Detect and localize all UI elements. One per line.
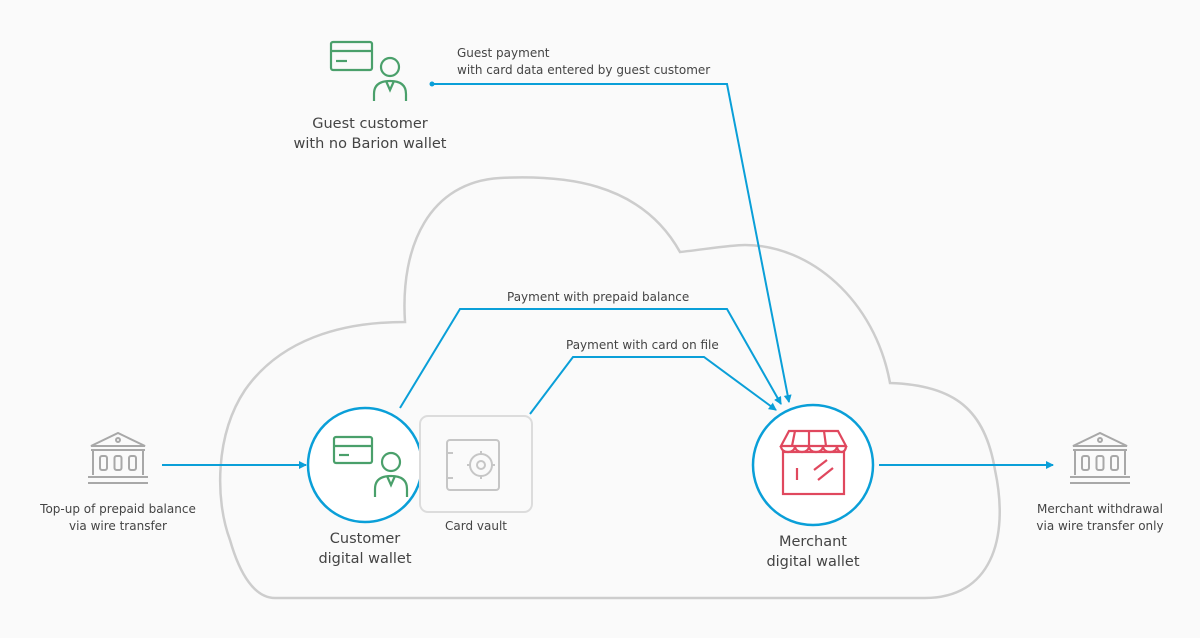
card-vault-node	[419, 415, 533, 513]
safe-icon	[446, 439, 500, 491]
topup-bank-label: Top-up of prepaid balance via wire trans…	[28, 501, 208, 535]
customer-wallet-label-line2: digital wallet	[318, 551, 412, 567]
customer-wallet-label-line1: Customer	[329, 531, 401, 547]
withdraw-bank-label-line2: via wire transfer only	[1036, 519, 1164, 533]
merchant-wallet-label: Merchant digital wallet	[743, 532, 883, 572]
customer-wallet-node	[306, 406, 424, 524]
guest-customer-label-line2: with no Barion wallet	[293, 136, 447, 152]
prepaid-payment-label-text: Payment with prepaid balance	[507, 290, 690, 304]
prepaid-payment-label: Payment with prepaid balance	[507, 289, 689, 306]
withdraw-bank-icon	[1070, 431, 1130, 484]
customer-wallet-label: Customer digital wallet	[300, 529, 430, 569]
card-on-file-label-text: Payment with card on file	[566, 338, 719, 352]
guest-payment-arrow	[432, 83, 792, 403]
merchant-wallet-label-line1: Merchant	[779, 534, 847, 550]
guest-payment-label-line2: with card data entered by guest customer	[457, 63, 711, 77]
topup-bank-icon	[88, 431, 148, 484]
customer-wallet-icon	[332, 435, 409, 497]
guest-payment-label-line1: Guest payment	[457, 46, 550, 60]
prepaid-payment-arrow	[399, 308, 782, 409]
card-on-file-arrow	[529, 356, 777, 415]
topup-bank-label-line1: Top-up of prepaid balance	[40, 502, 196, 516]
card-vault-label-text: Card vault	[445, 519, 507, 533]
withdraw-bank-label: Merchant withdrawal via wire transfer on…	[1020, 501, 1180, 535]
flow-lines	[162, 81, 1054, 469]
merchant-wallet-label-line2: digital wallet	[766, 554, 860, 570]
card-on-file-label: Payment with card on file	[566, 337, 719, 354]
guest-customer-icon	[329, 40, 408, 101]
card-vault-label: Card vault	[426, 518, 526, 535]
guest-payment-start-dot	[429, 81, 435, 87]
merchant-wallet-node	[751, 403, 875, 527]
withdraw-bank-label-line1: Merchant withdrawal	[1037, 502, 1163, 516]
guest-customer-label-line1: Guest customer	[312, 116, 428, 132]
storefront-icon	[779, 429, 848, 496]
guest-customer-label: Guest customer with no Barion wallet	[290, 114, 450, 154]
topup-bank-label-line2: via wire transfer	[68, 519, 167, 533]
cloud-boundary	[218, 176, 1001, 600]
guest-payment-label: Guest payment with card data entered by …	[457, 45, 710, 79]
